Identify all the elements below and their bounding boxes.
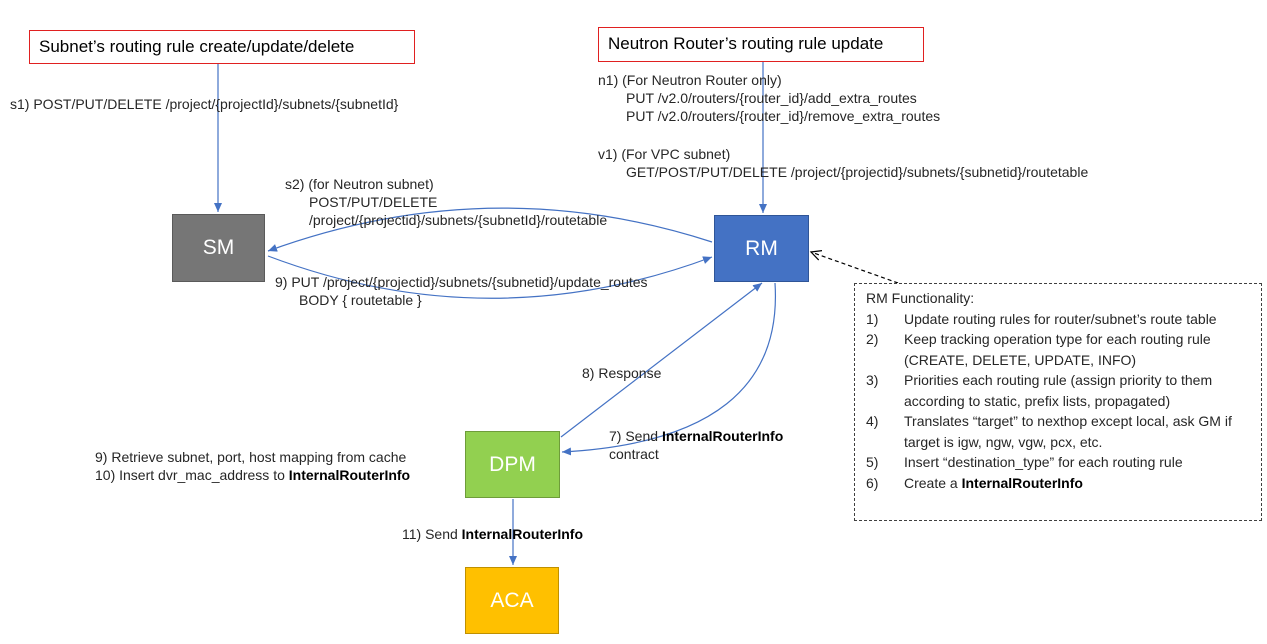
label-send-7: 7) Send InternalRouterInfo contract	[609, 427, 783, 463]
dpm-node: DPM	[465, 431, 560, 498]
label-s2-methods: POST/PUT/DELETE	[309, 194, 438, 210]
label-v1-heading: v1) (For VPC subnet)	[598, 146, 731, 162]
list-item-text: Insert “destination_type” for each routi…	[904, 454, 1183, 470]
rm-node: RM	[714, 215, 809, 282]
list-item-number: 1)	[866, 310, 879, 327]
subnet-routing-title: Subnet’s routing rule create/update/dele…	[29, 30, 415, 64]
label-update-routes-call: 9) PUT /project/{projectid}/subnets/{sub…	[275, 274, 648, 290]
label-dpm-10-prefix: 10) Insert dvr_mac_address to	[95, 467, 289, 483]
arrow-sm-to-rm	[267, 255, 713, 299]
list-item-text: Translates “target” to nexthop except lo…	[904, 413, 1232, 450]
label-send-7-bold: InternalRouterInfo	[661, 428, 784, 444]
label-send-11-prefix: 11) Send	[402, 526, 462, 542]
list-item-number: 5)	[866, 454, 879, 470]
label-n1-remove: PUT /v2.0/routers/{router_id}/remove_ext…	[626, 108, 941, 124]
arrow-dpm-to-rm	[560, 282, 763, 438]
arrow-functionality-to-rm	[811, 252, 899, 284]
list-item-text: Priorities each routing rule (assign pri…	[904, 372, 1213, 409]
aca-node: ACA	[465, 567, 559, 634]
list-item: 1) Update routing rules for router/subnet…	[866, 309, 1253, 330]
label-v1: v1) (For VPC subnet) GET/POST/PUT/DELETE…	[598, 145, 1088, 181]
list-item-number: 6)	[866, 474, 879, 491]
label-s2-path: /project/{projectid}/subnets/{subnetId}/…	[309, 212, 608, 228]
list-item-text: Update routing rules for router/subnet’s…	[904, 310, 1217, 327]
label-update-routes: 9) PUT /project/{projectid}/subnets/{sub…	[275, 273, 648, 309]
rm-functionality-box: RM Functionality: 1) Update routing rules…	[854, 283, 1262, 521]
list-item: 4) Translates “target” to nexthop except …	[866, 411, 1253, 452]
label-v1-call: GET/POST/PUT/DELETE /project/{projectid}…	[626, 164, 1089, 180]
sm-node-label: SM	[202, 236, 235, 259]
label-send-7-suffix: contract	[609, 446, 659, 462]
sm-node: SM	[172, 214, 265, 282]
rm-node-label: RM	[745, 236, 778, 260]
list-item: 6) Create a InternalRouterInfo	[866, 473, 1253, 494]
label-send-7-prefix: 7) Send	[609, 428, 662, 444]
list-item-bold: InternalRouterInfo	[961, 474, 1083, 491]
label-n1-add: PUT /v2.0/routers/{router_id}/add_extra_…	[626, 90, 917, 106]
list-item-number: 4)	[866, 413, 879, 429]
label-s1: s1) POST/PUT/DELETE /project/{projectId}…	[10, 96, 399, 112]
label-n1-heading: n1) (For Neutron Router only)	[598, 72, 782, 88]
list-item: 2) Keep tracking operation type for each …	[866, 329, 1253, 370]
list-item: 3) Priorities each routing rule (assign p…	[866, 370, 1253, 411]
router-routing-title-text: Neutron Router’s routing rule update	[608, 34, 884, 53]
subnet-routing-title-text: Subnet’s routing rule create/update/dele…	[39, 37, 355, 56]
label-n1: n1) (For Neutron Router only) PUT /v2.0/…	[598, 71, 940, 125]
list-item-text: Create a	[904, 474, 962, 491]
aca-node-label: ACA	[490, 588, 534, 612]
label-send-11: 11) Send InternalRouterInfo	[402, 525, 583, 543]
label-s2-heading: s2) (for Neutron subnet)	[285, 176, 434, 192]
router-routing-title: Neutron Router’s routing rule update	[598, 27, 924, 62]
label-s2: s2) (for Neutron subnet) POST/PUT/DELETE…	[285, 175, 607, 229]
list-item-number: 2)	[866, 331, 879, 347]
list-item-text: Keep tracking operation type for each ro…	[904, 331, 1211, 368]
arrow-rm-to-sm	[267, 207, 713, 252]
label-dpm-10-bold: InternalRouterInfo	[288, 467, 411, 483]
label-dpm-steps: 9) Retrieve subnet, port, host mapping f…	[95, 448, 410, 484]
label-send-11-bold: InternalRouterInfo	[461, 526, 584, 542]
list-item-number: 3)	[866, 372, 879, 388]
arrow-rm-to-dpm	[561, 282, 777, 456]
list-item: 5) Insert “destination_type” for each rou…	[866, 452, 1253, 473]
label-dpm-9: 9) Retrieve subnet, port, host mapping f…	[95, 449, 407, 465]
label-response: 8) Response	[582, 365, 662, 381]
rm-functionality-list: 1) Update routing rules for router/subnet…	[866, 309, 1253, 494]
rm-functionality-title: RM Functionality:	[866, 290, 975, 306]
label-update-routes-body: BODY { routetable }	[299, 292, 422, 308]
dpm-node-label: DPM	[489, 452, 536, 476]
